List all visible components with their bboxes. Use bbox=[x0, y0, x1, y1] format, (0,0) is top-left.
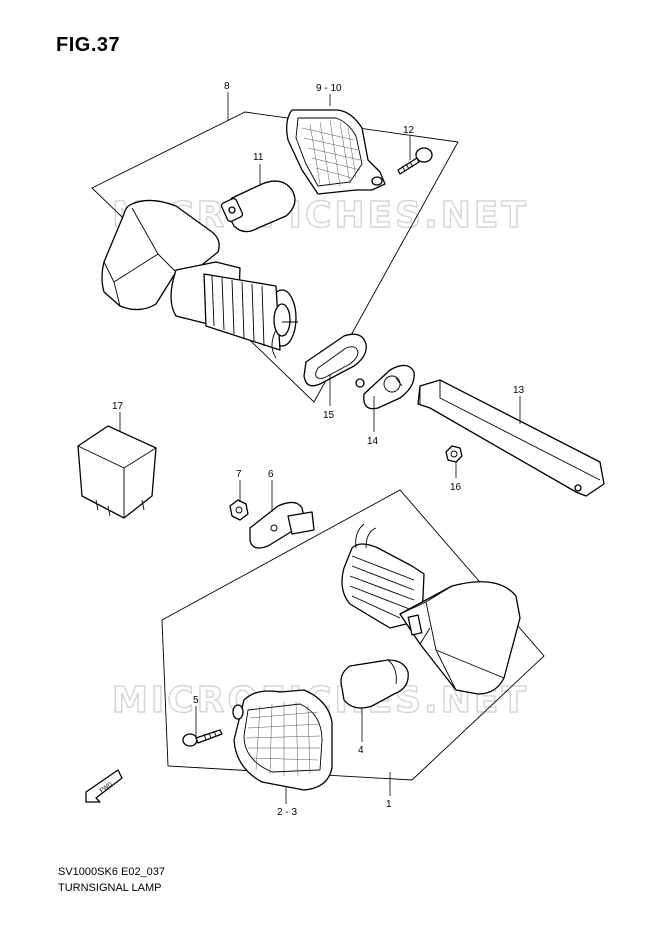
callout-16: 16 bbox=[450, 482, 462, 493]
callout-14: 14 bbox=[367, 436, 379, 447]
diagram-name: TURNSIGNAL LAMP bbox=[58, 882, 162, 894]
screw-5 bbox=[182, 729, 223, 747]
callout-17: 17 bbox=[112, 401, 124, 412]
housing-1 bbox=[341, 523, 521, 695]
holder-6 bbox=[249, 501, 315, 549]
callout-2-3: 2 - 3 bbox=[277, 807, 297, 818]
nut-7 bbox=[229, 499, 249, 521]
leader-lines bbox=[119, 92, 521, 804]
callout-5: 5 bbox=[193, 695, 199, 706]
callout-7: 7 bbox=[236, 469, 242, 480]
callout-12: 12 bbox=[403, 125, 415, 136]
callout-4: 4 bbox=[358, 745, 364, 756]
bulb-4 bbox=[340, 659, 409, 709]
lower-assembly-frame bbox=[161, 489, 545, 781]
callout-8: 8 bbox=[224, 81, 230, 92]
fwd-arrow-icon: FWD bbox=[85, 769, 123, 803]
callout-9-10: 9 - 10 bbox=[316, 83, 342, 94]
lens-9-10 bbox=[286, 109, 386, 195]
grommet-15 bbox=[303, 333, 367, 387]
callout-11: 11 bbox=[253, 152, 264, 163]
holder-14 bbox=[355, 364, 415, 410]
bulb-11 bbox=[220, 180, 296, 233]
figure-title: FIG.37 bbox=[56, 34, 121, 56]
callout-15: 15 bbox=[323, 410, 335, 421]
bracket-13 bbox=[417, 379, 605, 497]
diagram-code: SV1000SK6 E02_037 bbox=[58, 866, 166, 878]
screw-12 bbox=[397, 147, 433, 175]
callout-13: 13 bbox=[513, 385, 525, 396]
lens-2-3 bbox=[232, 689, 333, 791]
nut-16 bbox=[445, 445, 463, 463]
housing-8 bbox=[101, 199, 298, 359]
callout-6: 6 bbox=[268, 469, 274, 480]
callout-1: 1 bbox=[386, 799, 392, 810]
relay-17 bbox=[77, 425, 157, 519]
